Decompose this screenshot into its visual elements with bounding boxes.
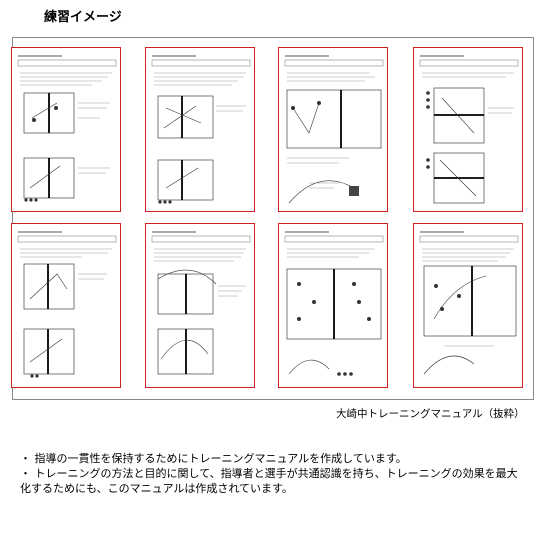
manual-page-3: [278, 47, 388, 212]
manual-page-4: [413, 47, 523, 212]
page-title: 練習イメージ: [44, 10, 122, 25]
manual-page-2: [145, 47, 255, 212]
bullet-list: ・ 指導の一貫性を保持するためにトレーニングマニュアルを作成しています。 ・ ト…: [20, 451, 525, 496]
manual-page-1: [11, 47, 121, 212]
manual-page-6: [145, 223, 255, 388]
manual-page-8: [413, 223, 523, 388]
manual-page-5: [11, 223, 121, 388]
manual-caption: 大崎中トレーニングマニュアル（抜粋）: [336, 408, 525, 420]
manual-page-7: [278, 223, 388, 388]
bullet-item: ・ トレーニングの方法と目的に関して、指導者と選手が共通認識を持ち、トレーニング…: [20, 467, 518, 495]
bullet-item: ・ 指導の一貫性を保持するためにトレーニングマニュアルを作成しています。: [20, 452, 407, 465]
